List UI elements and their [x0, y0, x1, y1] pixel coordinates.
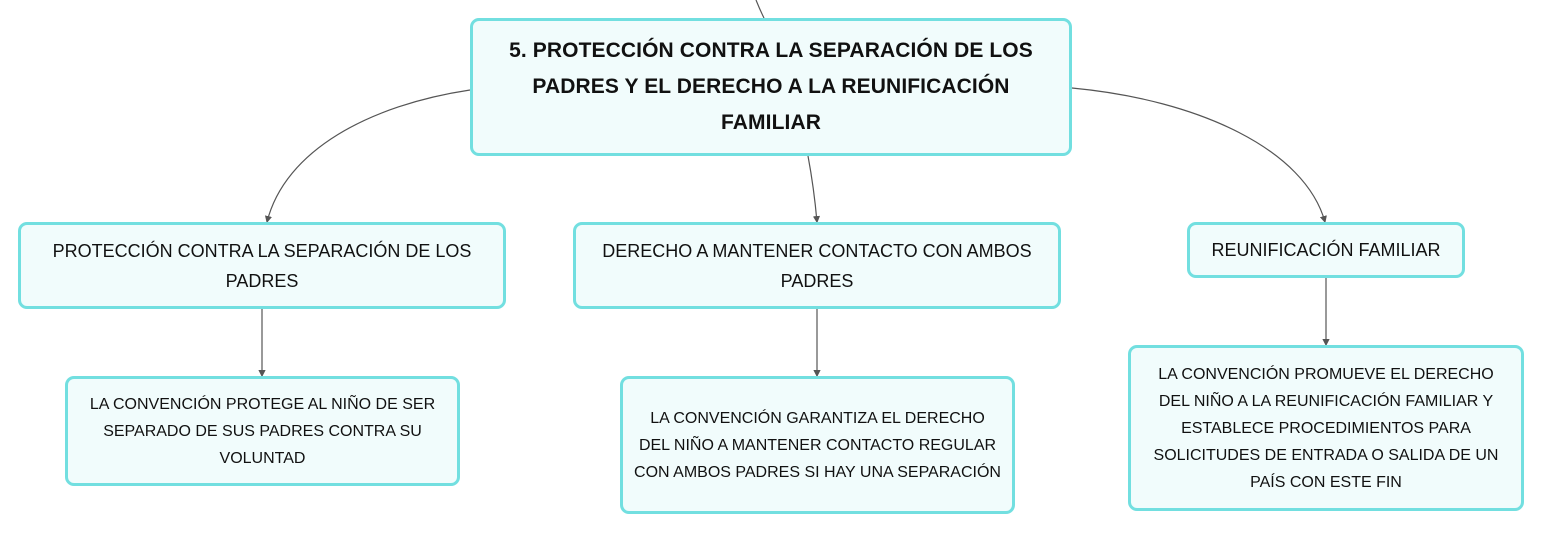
connector-root-to-branch-3: [1071, 87, 1327, 224]
topic-label: PROTECCIÓN CONTRA LA SEPARACIÓN DE LOS P…: [52, 240, 472, 291]
central-topic-node[interactable]: 5. PROTECCIÓN CONTRA LA SEPARACIÓN DE LO…: [470, 18, 1072, 156]
subtopic-text: LA CONVENCIÓN PROTEGE AL NIÑO DE SER SEP…: [89, 395, 436, 467]
topic-label: DERECHO A MANTENER CONTACTO CON AMBOS PA…: [602, 240, 1032, 291]
connector-root-to-branch-1: [264, 89, 471, 224]
connector-root-to-branch-2: [807, 155, 821, 224]
central-topic-title: 5. PROTECCIÓN CONTRA LA SEPARACIÓN DE LO…: [509, 39, 1033, 134]
topic-label: REUNIFICACIÓN FAMILIAR: [1211, 240, 1441, 260]
subtopic-node-proteccion-detail[interactable]: LA CONVENCIÓN PROTEGE AL NIÑO DE SER SEP…: [65, 376, 460, 486]
topic-node-reunificacion-familiar[interactable]: REUNIFICACIÓN FAMILIAR: [1187, 222, 1465, 278]
topic-node-contacto-padres[interactable]: DERECHO A MANTENER CONTACTO CON AMBOS PA…: [573, 222, 1061, 309]
connector-parent-to-root: [755, 0, 765, 19]
subtopic-node-contacto-detail[interactable]: LA CONVENCIÓN GARANTIZA EL DERECHO DEL N…: [620, 376, 1015, 514]
topic-node-proteccion-separacion[interactable]: PROTECCIÓN CONTRA LA SEPARACIÓN DE LOS P…: [18, 222, 506, 309]
subtopic-text: LA CONVENCIÓN GARANTIZA EL DERECHO DEL N…: [634, 409, 1001, 481]
subtopic-node-reunificacion-detail[interactable]: LA CONVENCIÓN PROMUEVE EL DERECHO DEL NI…: [1128, 345, 1524, 511]
subtopic-text: LA CONVENCIÓN PROMUEVE EL DERECHO DEL NI…: [1153, 365, 1499, 491]
